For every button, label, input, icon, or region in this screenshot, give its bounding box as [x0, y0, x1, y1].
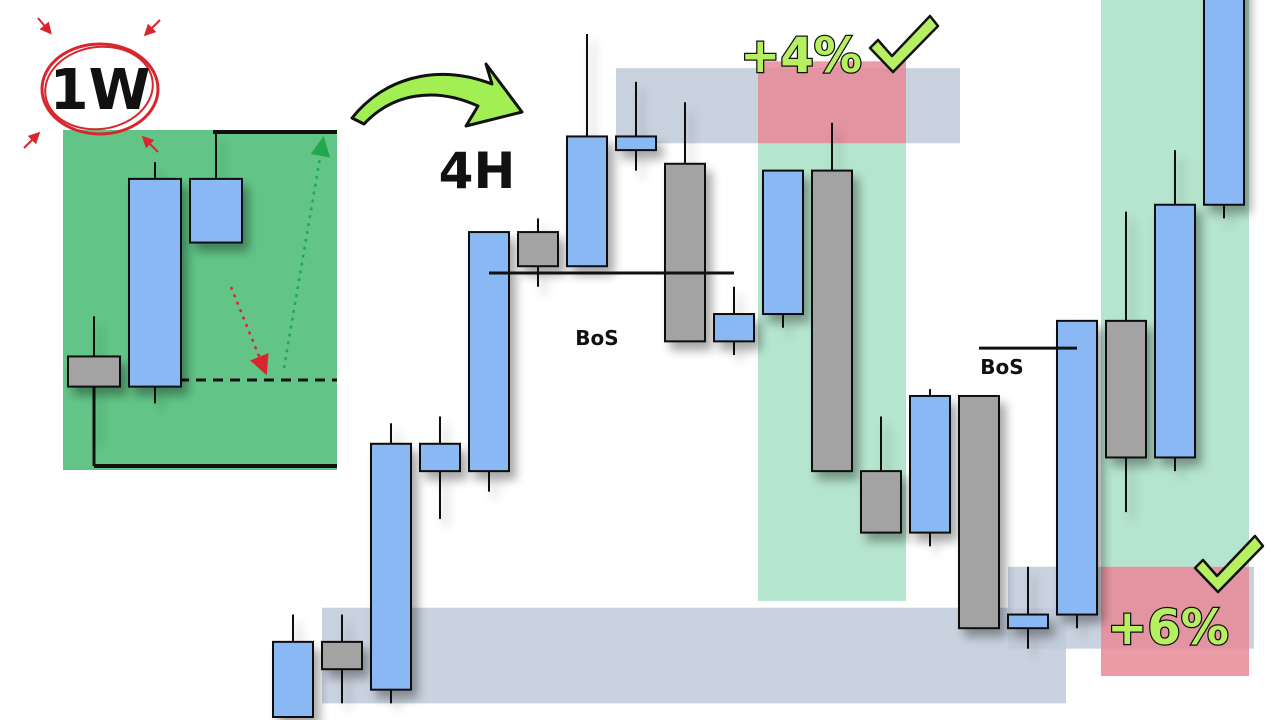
- zone-demand-low: [322, 607, 1066, 704]
- intraday-candle: [762, 169, 804, 328]
- intraday-candle-body: [517, 231, 559, 268]
- gain-label-second: +6%: [1107, 600, 1229, 656]
- intraday-candle: [664, 102, 706, 343]
- intraday-candle-body: [615, 135, 657, 152]
- intraday-candle-body: [468, 231, 510, 473]
- intraday-candle-body: [664, 162, 706, 343]
- intraday-candle: [370, 423, 412, 704]
- intraday-candle-body: [713, 313, 755, 343]
- timeframe-circle: [40, 42, 160, 136]
- intraday-candle: [811, 122, 853, 473]
- checkmark-icon-second: [1193, 534, 1265, 594]
- weekly-panel: 1W: [23, 17, 337, 470]
- timeframe-transition: 4H: [350, 62, 524, 200]
- intraday-candle: [468, 231, 510, 492]
- intraday-candle: [272, 614, 314, 718]
- bos-label-first: BoS: [575, 326, 618, 350]
- intraday-candle: [860, 416, 902, 534]
- weekly-candle-body: [67, 355, 121, 388]
- weekly-candles: [67, 132, 243, 441]
- weekly-candle: [189, 132, 243, 244]
- weekly-candle: [128, 162, 182, 404]
- intraday-candle-body: [958, 394, 1000, 630]
- emphasis-marks: [23, 17, 161, 153]
- intraday-candle: [1105, 211, 1147, 513]
- intraday-candle-body: [566, 135, 608, 268]
- bos-label-second: BoS: [980, 355, 1023, 379]
- weekly-candle-body: [128, 177, 182, 388]
- intraday-candle: [615, 81, 657, 171]
- dotted-path-up: [282, 136, 331, 369]
- intraday-candle: [1007, 566, 1049, 649]
- intraday-candle: [566, 34, 608, 268]
- weekly-timeframe-label: 1W: [50, 58, 151, 123]
- intraday-candle-body: [272, 640, 314, 718]
- intraday-candle: [419, 416, 461, 519]
- intraday-candle: [1203, 0, 1245, 219]
- intraday-candle-body: [811, 169, 853, 473]
- intraday-candle: [909, 389, 951, 547]
- intraday-chart: BoS BoS +4% +6%: [272, 0, 1265, 718]
- intraday-candle: [517, 218, 559, 287]
- intraday-candle-body: [1203, 0, 1245, 206]
- curved-right-arrow-icon: [350, 62, 524, 128]
- intraday-candle: [321, 614, 363, 704]
- dotted-path-down: [229, 286, 269, 376]
- intraday-candle: [958, 394, 1000, 630]
- intraday-candle-body: [762, 169, 804, 316]
- intraday-candle-body: [1056, 319, 1098, 616]
- intraday-candle: [1154, 150, 1196, 472]
- intraday-candle: [713, 286, 755, 356]
- intraday-candle-body: [370, 442, 412, 691]
- intraday-candle-body: [1105, 319, 1147, 459]
- timeframe-circle-second-stroke: [44, 45, 154, 131]
- weekly-candle-body: [189, 177, 243, 244]
- checkmark-icon: [868, 14, 940, 74]
- weekly-candle: [67, 316, 121, 441]
- intraday-candle-body: [1007, 613, 1049, 630]
- intraday-candle-body: [909, 394, 951, 534]
- intraday-candle: [1056, 319, 1098, 629]
- bos-lines: [489, 271, 1077, 350]
- gain-label-first: +4%: [740, 28, 862, 84]
- intraday-candle-body: [1154, 203, 1196, 459]
- intraday-timeframe-label: 4H: [439, 142, 516, 200]
- intraday-candle-body: [860, 470, 902, 534]
- intraday-candle-body: [321, 640, 363, 671]
- intraday-candle-body: [419, 442, 461, 473]
